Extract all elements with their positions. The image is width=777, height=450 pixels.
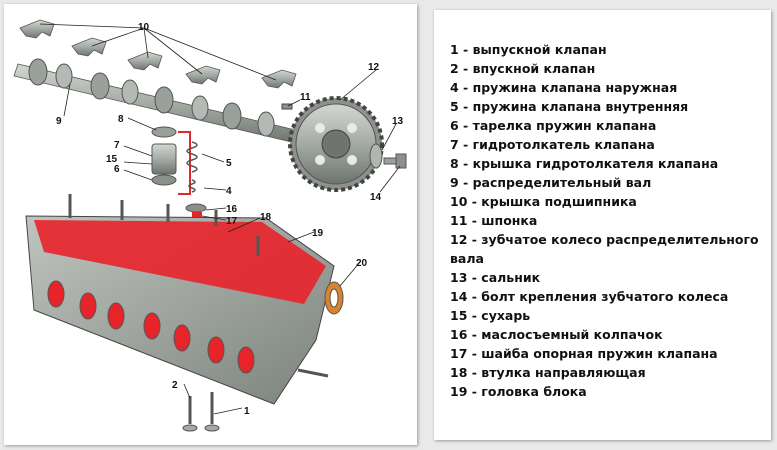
gear-bolt [383,153,407,169]
key [281,103,293,110]
callout-5: 5 [226,158,232,169]
callout-20: 20 [356,258,368,269]
legend-item: 4 - пружина клапана наружная [450,80,678,95]
callout-4: 4 [226,186,232,197]
legend-item: 14 - болт крепления зубчатого колеса [450,289,729,304]
callout-15: 15 [106,154,118,165]
camshaft-gear [288,96,384,192]
oil-seal [369,143,383,169]
callout-11: 11 [300,92,311,103]
legend-item: 7 - гидротолкатель клапана [450,137,655,152]
legend-item: 8 - крышка гидротолкателя клапана [450,156,719,171]
callout-6: 6 [114,164,120,175]
callout-1: 1 [244,406,250,417]
legend-list: 1 - выпускной клапан 2 - впускной клапан 4… [434,10,771,401]
legend-item: 13 - сальник [450,270,541,285]
leader-lines [39,23,401,415]
legend-item: 12 - зубчатое колесо распределительного … [450,232,759,266]
callout-9: 9 [56,116,62,127]
cylinder-head [25,194,335,405]
engine-head-diagram: 1 2 4 5 6 7 8 9 10 11 12 13 14 15 16 17 … [4,4,417,445]
legend-item: 18 - втулка направляющая [450,365,646,380]
callout-12: 12 [368,62,380,73]
callout-labels: 1 2 4 5 6 7 8 9 10 11 12 13 14 15 16 17 … [56,22,404,417]
legend-item: 16 - маслосъемный колпачок [450,327,663,342]
legend-item: 2 - впускной клапан [450,61,596,76]
camshaft [13,58,305,145]
callout-13: 13 [392,116,404,127]
legend-item: 11 - шпонка [450,213,538,228]
callout-18: 18 [260,212,272,223]
callout-10: 10 [138,22,150,33]
valves [182,392,220,432]
legend-item: 15 - сухарь [450,308,531,323]
callout-14: 14 [370,192,382,203]
valve-train-parts [151,126,207,218]
head-seal [324,281,344,315]
legend-panel: 1 - выпускной клапан 2 - впускной клапан 4… [434,10,771,440]
legend-item: 6 - тарелка пружин клапана [450,118,657,133]
legend-item: 10 - крышка подшипника [450,194,637,209]
legend-item: 1 - выпускной клапан [450,42,607,57]
legend-item: 17 - шайба опорная пружин клапана [450,346,718,361]
bearing-caps [19,19,297,89]
legend-item: 19 - головка блока [450,384,587,399]
callout-19: 19 [312,228,324,239]
legend-item: 9 - распределительный вал [450,175,652,190]
callout-8: 8 [118,114,124,125]
callout-16: 16 [226,204,238,215]
callout-7: 7 [114,140,120,151]
legend-item: 5 - пружина клапана внутренняя [450,99,689,114]
callout-2: 2 [172,380,178,391]
exploded-view-illustration: 1 2 4 5 6 7 8 9 10 11 12 13 14 15 16 17 … [13,19,407,432]
callout-17: 17 [226,216,238,227]
